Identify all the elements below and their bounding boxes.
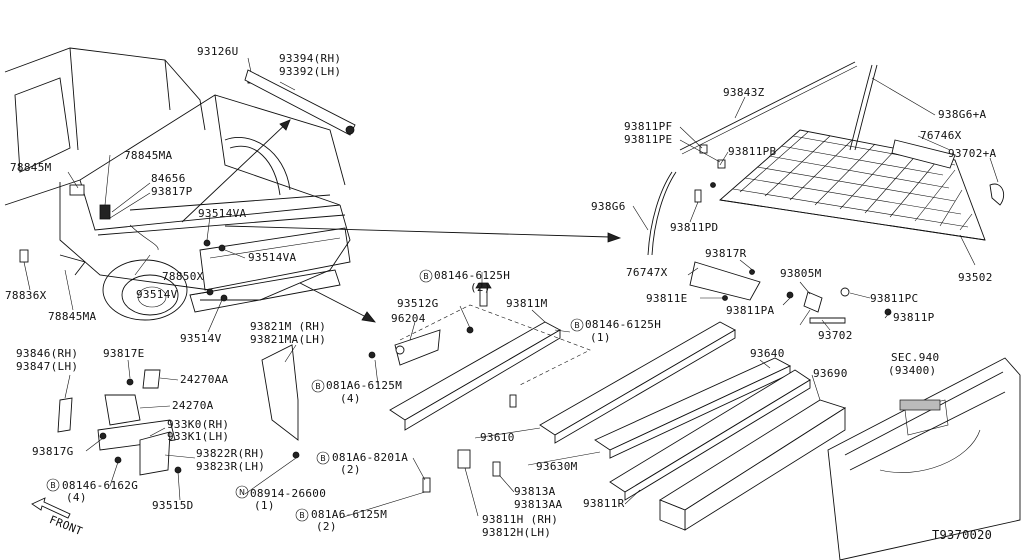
part-label: 78845M	[10, 161, 52, 174]
part-label: 93817P	[151, 185, 193, 198]
part-label: 93811M	[506, 297, 548, 310]
part-label: (2)	[316, 520, 337, 533]
svg-text:B: B	[315, 382, 321, 391]
part-label: 76746X	[920, 129, 962, 142]
part-label: (4)	[340, 392, 361, 405]
part-label: 93702	[818, 329, 853, 342]
part-label: 93811PE	[624, 133, 673, 146]
part-label: 93811PD	[670, 221, 719, 234]
part-label: (2)	[470, 281, 491, 294]
part-label: 081A6-8201A	[332, 451, 409, 464]
svg-text:B: B	[299, 511, 305, 520]
part-label: 93514V	[136, 288, 178, 301]
part-label: 93640	[750, 347, 785, 360]
diagram-code: T9370020	[932, 528, 993, 542]
part-label: 93502	[958, 271, 993, 284]
part-label: 93812H(LH)	[482, 526, 552, 539]
leader-lines	[23, 57, 999, 519]
callout-arrows	[181, 119, 622, 323]
svg-text:N: N	[239, 488, 245, 497]
small-parts-illustration	[57, 344, 300, 476]
part-label: 78845MA	[124, 149, 173, 162]
part-label: 93811R	[583, 497, 625, 510]
part-label: 96204	[391, 312, 426, 325]
front-arrow-icon	[31, 497, 71, 519]
part-label: 93811PA	[726, 304, 775, 317]
part-label: 93512G	[397, 297, 439, 310]
part-label: 78845MA	[48, 310, 97, 323]
part-label: 93811H (RH)	[482, 513, 559, 526]
part-label: 24270A	[172, 399, 214, 412]
part-label: (1)	[590, 331, 611, 344]
part-label: 93811PC	[870, 292, 919, 305]
part-label: 76747X	[626, 266, 668, 279]
part-label: (93400)	[888, 364, 937, 377]
part-label: 93126U	[197, 45, 239, 58]
part-label: 93813AA	[514, 498, 563, 511]
bed-frame-illustration	[368, 282, 847, 531]
part-label: 93821M (RH)	[250, 320, 327, 333]
part-label: 93514VA	[248, 251, 297, 264]
part-label: (2)	[340, 463, 361, 476]
part-label: 08914-26600	[250, 487, 327, 500]
part-label: 933K0(RH)	[167, 418, 230, 431]
part-label: (4)	[66, 491, 87, 504]
part-label: 93846(RH)	[16, 347, 79, 360]
circled-letters: B B B B B N B	[50, 272, 580, 520]
part-label: 93817R	[705, 247, 747, 260]
part-label: 93817G	[32, 445, 74, 458]
part-label: 938G6	[591, 200, 626, 213]
part-label: 78850X	[162, 270, 204, 283]
part-label: 93394(RH)	[279, 52, 342, 65]
part-label: 08146-6125H	[585, 318, 662, 331]
part-label: 93811PF	[624, 120, 673, 133]
bed-mat-illustration	[647, 61, 1004, 326]
part-label: 93514VA	[198, 207, 247, 220]
part-label: 78836X	[5, 289, 47, 302]
tailgate-illustration	[827, 357, 1021, 560]
part-label: 93843Z	[723, 86, 765, 99]
part-label: 93811PB	[728, 145, 777, 158]
part-label: 93811E	[646, 292, 688, 305]
part-label: 08146-6162G	[62, 479, 139, 492]
part-label: 93515D	[152, 499, 194, 512]
truck-illustration	[4, 47, 356, 321]
svg-text:B: B	[320, 454, 326, 463]
part-label: (1)	[254, 499, 275, 512]
part-label: 93805M	[780, 267, 822, 280]
part-label: SEC.940	[891, 351, 940, 364]
svg-text:B: B	[423, 272, 429, 281]
part-label: 93630M	[536, 460, 578, 473]
part-label: 93811P	[893, 311, 935, 324]
part-label: 93702+A	[948, 147, 997, 160]
part-label: 93514V	[180, 332, 222, 345]
part-label: 081A6-6125M	[311, 508, 388, 521]
part-label: 93821MA(LH)	[250, 333, 327, 346]
part-label: 93392(LH)	[279, 65, 342, 78]
part-label: 93847(LH)	[16, 360, 79, 373]
part-label: 933K1(LH)	[167, 430, 230, 443]
part-label: 93813A	[514, 485, 556, 498]
circled-markers	[46, 269, 584, 522]
svg-text:B: B	[50, 481, 56, 490]
part-label: 93817E	[103, 347, 145, 360]
svg-text:B: B	[574, 321, 580, 330]
part-label: 93690	[813, 367, 848, 380]
part-label: 938G6+A	[938, 108, 987, 121]
part-label: 24270AA	[180, 373, 229, 386]
part-label: 93822R(RH)	[196, 447, 266, 460]
part-label: 93823R(LH)	[196, 460, 266, 473]
part-label: 84656	[151, 172, 186, 185]
part-label: 93610	[480, 431, 515, 444]
part-label: 08146-6125H	[434, 269, 511, 282]
part-label: 081A6-6125M	[326, 379, 403, 392]
